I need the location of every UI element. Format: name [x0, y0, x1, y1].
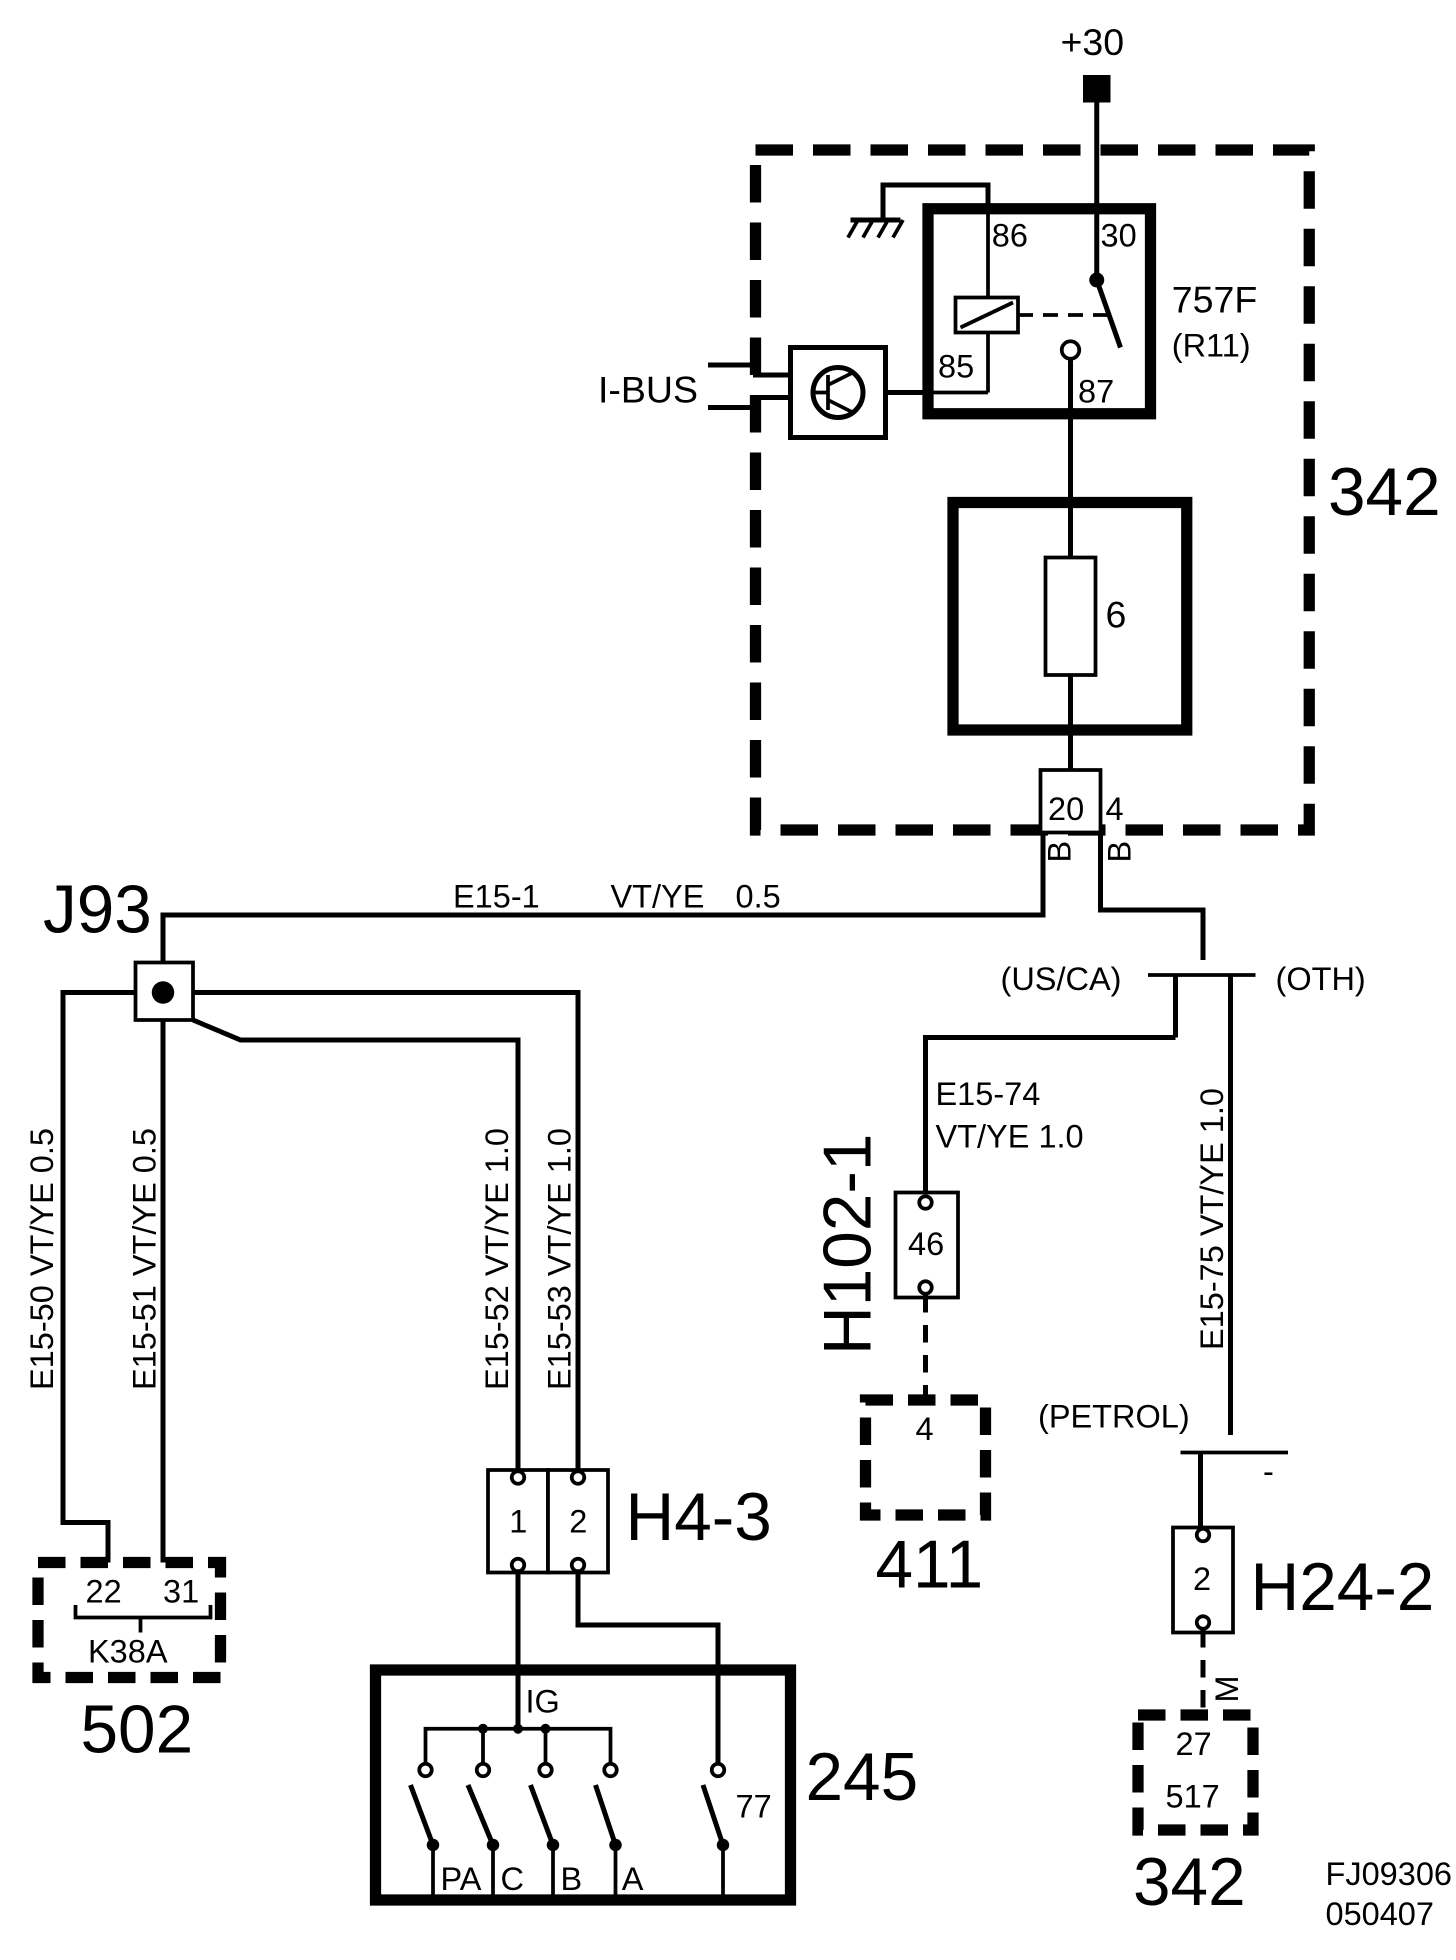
wire-e15-1-id: E15-1 — [453, 879, 540, 915]
relay-pin-30: 30 — [1101, 217, 1137, 253]
fuse-label: 6 — [1106, 594, 1127, 636]
component-502-name: K38A — [88, 1634, 168, 1670]
component-502-pin-31: 31 — [163, 1574, 199, 1610]
h102-1-pin-bottom — [917, 1279, 934, 1296]
supply-label: +30 — [1061, 21, 1125, 63]
component-245-pin-77: 77 — [736, 1789, 772, 1825]
fuse-6-icon — [1043, 555, 1098, 677]
variant-petrol: (PETROL) — [1038, 1399, 1190, 1435]
component-245-b: B — [561, 1861, 583, 1897]
splice-j93-dot — [151, 981, 175, 1004]
relay-pin-86: 86 — [992, 217, 1028, 253]
h24-2-pin-top — [1194, 1526, 1212, 1544]
wire-e15-53-label: E15-53 VT/YE 1.0 — [542, 1128, 578, 1390]
component-502-pin-22: 22 — [86, 1574, 122, 1610]
component-517-name: 517 — [1166, 1779, 1220, 1815]
relay-coil-icon — [928, 212, 1020, 395]
wire-e15-51-label: E15-51 VT/YE 0.5 — [127, 1128, 163, 1390]
splice-label: J93 — [43, 873, 152, 948]
wire-e15-1-color: VT/YE — [611, 879, 705, 915]
wire-e15-53 — [192, 990, 581, 1475]
variant-splitter-petrol — [1180, 1450, 1288, 1528]
relay-ref: (R11) — [1172, 327, 1251, 363]
h4-3-pin1-top — [509, 1469, 527, 1486]
connector-h24-2-label: H24-2 — [1251, 1550, 1435, 1625]
wire-e15-1-size: 0.5 — [736, 879, 781, 915]
connector-h24-2-dash-mark: - — [1263, 1454, 1274, 1490]
document-date: 050407 — [1326, 1896, 1434, 1932]
relay-pin-87: 87 — [1078, 374, 1114, 410]
ignition-switch-icon — [408, 1761, 730, 1895]
module-342-connector — [1038, 768, 1103, 835]
connector-h4-3-pin2-body — [546, 1468, 610, 1575]
component-245-c: C — [501, 1861, 524, 1897]
module-342-label: 342 — [1328, 455, 1441, 530]
module-342-outline — [749, 144, 1315, 836]
h24-2-pin-bottom — [1194, 1614, 1212, 1631]
wire-e15-74-spec: VT/YE 1.0 — [936, 1119, 1084, 1155]
relay-757f-box — [922, 203, 1157, 420]
component-411-label: 411 — [876, 1528, 984, 1603]
wire-h4-3-77 — [575, 1571, 721, 1765]
component-245-outline — [369, 1664, 797, 1906]
connector-h4-3-pin-2: 2 — [569, 1504, 587, 1540]
connector-h24-2-letter-m: M — [1209, 1675, 1245, 1702]
variant-us-ca: (US/CA) — [1001, 961, 1122, 997]
wire-e15-74 — [923, 1035, 1176, 1198]
ibus-label: I-BUS — [598, 369, 698, 411]
connector-h102-1-label: H102-1 — [811, 1134, 886, 1355]
wire-from-pin-4 — [1098, 832, 1206, 960]
wire-e15-1 — [160, 832, 1046, 993]
component-411-pin: 4 — [916, 1411, 934, 1447]
component-245-label: 245 — [806, 1740, 919, 1815]
connector-h4-3-label: H4-3 — [626, 1480, 772, 1555]
wire-e15-75-label: E15-75 VT/YE 1.0 — [1194, 1088, 1230, 1350]
ground-icon — [846, 182, 991, 239]
h102-1-pin-top — [917, 1194, 934, 1211]
connector-h102-1-pin-46: 46 — [908, 1226, 944, 1262]
ignition-bus — [423, 1726, 613, 1763]
conn-letter-20: B — [1042, 841, 1078, 863]
component-245-pa: PA — [441, 1861, 482, 1897]
wire-e15-50-label: E15-50 VT/YE 0.5 — [24, 1128, 60, 1390]
variant-splitter-top — [1148, 973, 1256, 1435]
conn-letter-4: B — [1102, 841, 1138, 863]
wire-e15-52 — [192, 1017, 521, 1475]
module-342-pin-4: 4 — [1106, 791, 1124, 827]
wire-e15-52-label: E15-52 VT/YE 1.0 — [479, 1128, 515, 1390]
component-502-outline — [32, 1556, 227, 1684]
connector-h4-3-pin-1: 1 — [509, 1504, 527, 1540]
component-502-label: 502 — [81, 1693, 194, 1768]
connector-h24-2-pin-2: 2 — [1193, 1561, 1211, 1597]
wire-e15-74-id: E15-74 — [936, 1076, 1041, 1112]
h4-3-pin2-bottom — [569, 1556, 587, 1574]
component-517-outline — [1132, 1709, 1259, 1836]
variant-oth: (OTH) — [1276, 961, 1366, 997]
relay-name: 757F — [1172, 279, 1257, 321]
transistor-icon — [788, 345, 888, 440]
wire-e15-50 — [60, 990, 136, 1563]
relay-pin-85: 85 — [938, 349, 974, 385]
component-245-a: A — [622, 1861, 644, 1897]
module-342-pin-20: 20 — [1048, 791, 1084, 827]
component-411-outline — [859, 1394, 992, 1521]
component-245-ig: IG — [526, 1684, 560, 1720]
h4-3-pin1-bottom — [509, 1556, 527, 1574]
document-code: FJ09306 — [1326, 1856, 1452, 1892]
relay-contact-icon — [1018, 272, 1123, 361]
component-517-label: 342 — [1133, 1845, 1246, 1920]
h4-3-pin2-top — [569, 1469, 587, 1486]
ignition-bus-node-2 — [513, 1723, 523, 1734]
ibus-connection-icon — [708, 362, 791, 410]
supply-terminal — [1083, 75, 1111, 103]
component-502-bracket — [73, 1605, 213, 1620]
component-517-pin-27: 27 — [1176, 1726, 1212, 1762]
